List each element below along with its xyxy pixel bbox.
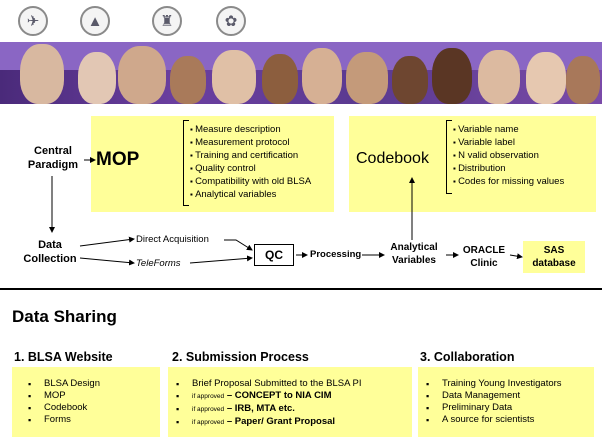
hhs-eagle-icon: ✈	[18, 6, 48, 36]
list-item: BLSA Design	[28, 378, 100, 390]
list-item: Distribution	[453, 162, 564, 175]
list-item: if approved – IRB, MTA etc.	[176, 403, 362, 416]
analytical-variables-label: Analytical Variables	[390, 242, 438, 266]
codebook-title: Codebook	[356, 150, 429, 167]
list-item: Preliminary Data	[426, 402, 562, 414]
collaboration-list: Training Young Investigators Data Manage…	[426, 378, 562, 426]
list-item: Forms	[28, 414, 100, 426]
list-item: Codes for missing values	[453, 175, 564, 188]
list-item: Quality control	[190, 162, 311, 175]
nih-emblem-icon: ▲	[80, 6, 110, 36]
data-sharing-title: Data Sharing	[12, 307, 117, 326]
nia-seal-icon: ♜	[152, 6, 182, 36]
list-item: Variable label	[453, 136, 564, 149]
codebook-list: Variable name Variable label N valid obs…	[453, 123, 564, 188]
flow-arrows	[49, 157, 523, 266]
mop-title: MOP	[96, 149, 140, 170]
list-item: Measure description	[190, 123, 311, 136]
list-item: Measurement protocol	[190, 136, 311, 149]
list-item: Brief Proposal Submitted to the BLSA PI	[176, 378, 362, 390]
list-item: N valid observation	[453, 149, 564, 162]
list-item: Variable name	[453, 123, 564, 136]
list-item: Analytical variables	[190, 188, 311, 201]
seal-icon: ✿	[216, 6, 246, 36]
list-item: Training Young Investigators	[426, 378, 562, 390]
arrow	[189, 255, 253, 264]
direct-acquisition-label: Direct Acquisition	[136, 234, 209, 245]
teleforms-label: TeleForms	[136, 258, 181, 269]
arrow	[224, 239, 253, 251]
arrow	[509, 253, 523, 260]
list-item: if approved – Paper/ Grant Proposal	[176, 416, 362, 429]
data-collection-label: Data Collection	[23, 239, 77, 265]
submission-process-heading: 2. Submission Process	[172, 350, 309, 364]
mop-list: Measure description Measurement protocol…	[190, 123, 311, 201]
codebook-bracket	[446, 120, 452, 194]
arrow	[79, 236, 135, 247]
blsa-website-heading: 1. BLSA Website	[14, 350, 113, 364]
list-item: MOP	[28, 390, 100, 402]
list-item: if approved – CONCEPT to NIA CIM	[176, 390, 362, 403]
processing-label: Processing	[310, 249, 362, 260]
arrow	[79, 257, 135, 266]
section-divider	[0, 288, 602, 290]
sas-database-box: SAS database	[523, 241, 585, 273]
central-paradigm-label: Central Paradigm	[27, 145, 79, 171]
oracle-clinic-label: ORACLE Clinic	[462, 245, 506, 269]
list-item: Compatibility with old BLSA	[190, 175, 311, 188]
submission-process-list: Brief Proposal Submitted to the BLSA PI …	[176, 378, 362, 429]
mop-bracket	[183, 120, 189, 206]
collaboration-heading: 3. Collaboration	[420, 350, 515, 364]
blsa-website-list: BLSA Design MOP Codebook Forms	[28, 378, 100, 426]
list-item: Training and certification	[190, 149, 311, 162]
photo-banner	[0, 42, 602, 104]
list-item: Codebook	[28, 402, 100, 414]
list-item: A source for scientists	[426, 414, 562, 426]
list-item: Data Management	[426, 390, 562, 402]
qc-box: QC	[254, 244, 294, 266]
